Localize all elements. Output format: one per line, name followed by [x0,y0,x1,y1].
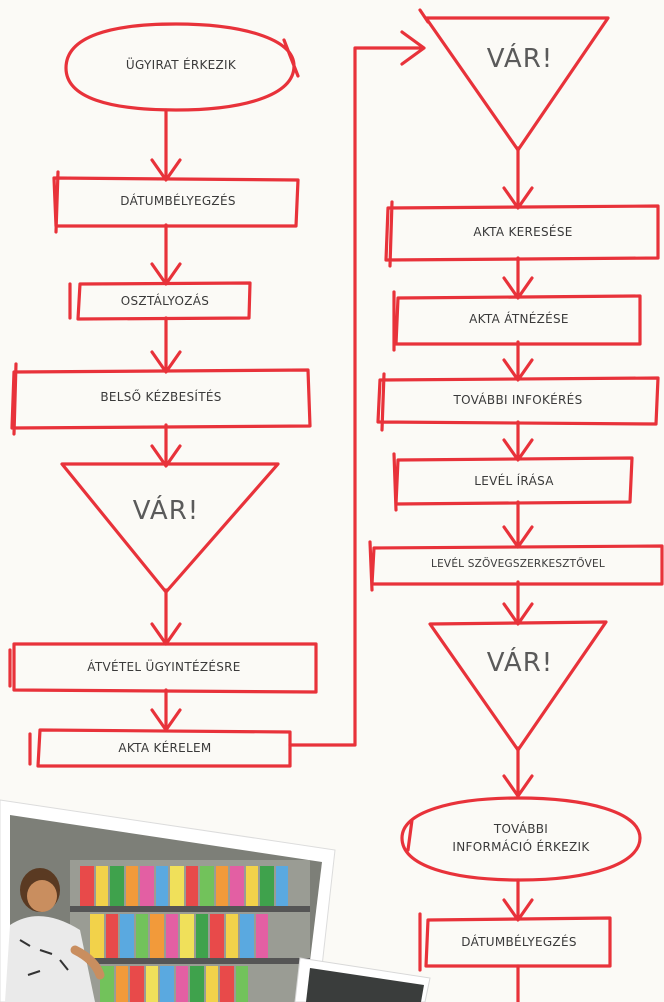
step10-box [368,540,664,592]
step9-box [392,452,634,512]
step11-label: DÁTUMBÉLYEGZÉS [461,935,577,949]
wait2-label: VÁR! [486,44,554,74]
event-label-line1: TOVÁBBI [493,822,549,836]
wait1-triangle [60,462,280,594]
wait1-label: VÁR! [132,496,200,526]
step6-box [384,200,660,268]
connectors [164,46,520,1002]
wait3-triangle [428,620,608,752]
arrowhead [150,444,182,468]
step6-label: AKTA KERESÉSE [473,225,573,239]
step1-label: DÁTUMBÉLYEGZÉS [120,194,236,208]
wait2-triangle [418,8,610,152]
clerk-figure [5,868,105,1002]
step7-box [392,290,642,352]
arrowhead [502,774,534,798]
step2-label: OSZTÁLYOZÁS [120,294,210,308]
arrow-step5-to-wait2 [288,46,422,747]
step5-label: AKTA KÉRELEM [118,741,212,755]
step10-label: LEVÉL SZÖVEGSZERKESZTŐVEL [431,558,605,570]
start-terminal-label: ÜGYIRAT ÉRKEZIK [125,58,237,72]
wait3-label: VÁR! [486,648,554,678]
step8-box [376,372,660,432]
step1-box [52,170,300,234]
step11-box [418,912,612,972]
step7-label: AKTA ÁTNÉZÉSE [469,312,569,326]
step5-box [28,728,292,768]
archive-photo [0,799,336,1002]
event-label-line2: INFORMÁCIÓ ÉRKEZIK [452,840,590,854]
arrowhead [400,30,426,66]
step9-label: LEVÉL ÍRÁSA [474,474,554,488]
event-terminal-shape [400,796,642,882]
start-terminal-shape [64,22,300,112]
second-photo [294,957,431,1002]
step3-box [10,362,312,436]
step3-label: BELSŐ KÉZBESÍTÉS [100,390,222,404]
step4-label: ÁTVÉTEL ÜGYINTÉZÉSRE [87,660,241,674]
step4-box [8,642,318,694]
step8-label: TOVÁBBI INFOKÉRÉS [453,393,583,407]
step2-box [68,281,252,321]
